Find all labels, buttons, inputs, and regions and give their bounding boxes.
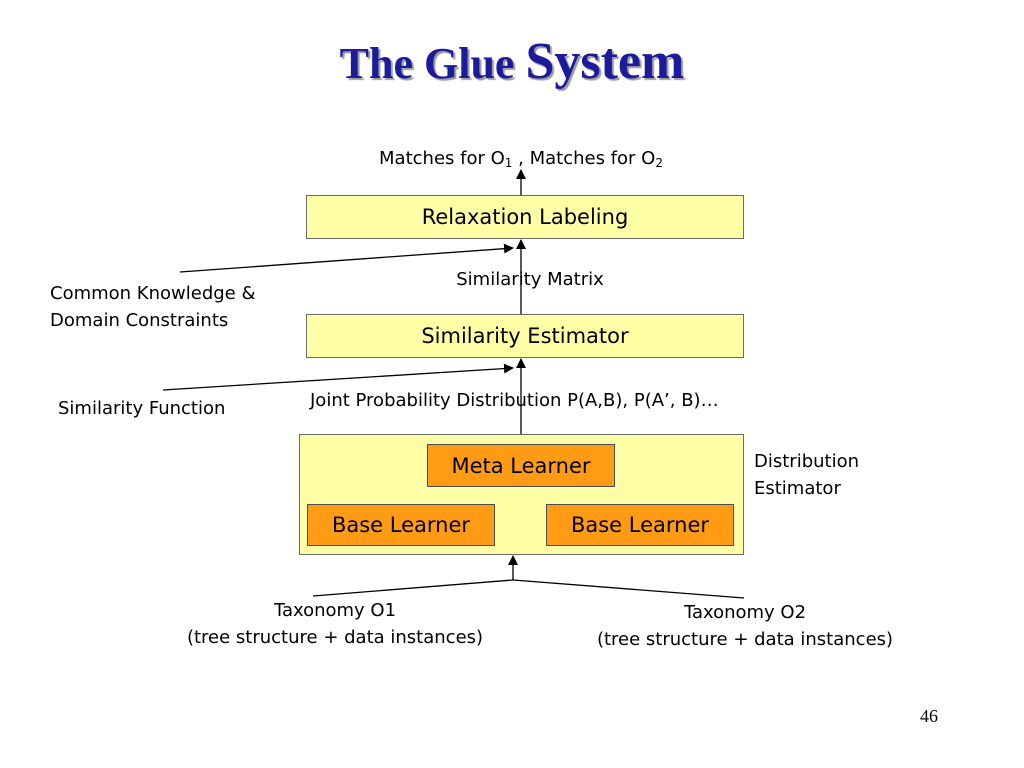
relaxation-labeling-box: Relaxation Labeling [306, 195, 744, 239]
base-learner-right-label: Base Learner [570, 513, 710, 537]
joint-probability-label: Joint Probability Distribution P(A,B), P… [310, 390, 719, 411]
base-learner-left-label: Base Learner [331, 513, 471, 537]
base-learner-left-box: Base Learner [307, 504, 495, 546]
arrow-common-knowledge [179, 243, 514, 273]
base-learner-right-box: Base Learner [546, 504, 734, 546]
meta-learner-box: Meta Learner [427, 444, 615, 487]
similarity-estimator-label: Similarity Estimator [421, 324, 629, 348]
relaxation-labeling-label: Relaxation Labeling [421, 205, 629, 229]
title-part-1: The Glue [339, 39, 526, 88]
line-from-taxonomy-o2 [512, 579, 745, 599]
arrow-similarity-function [162, 363, 514, 391]
line-from-taxonomy-o1 [312, 579, 514, 597]
page-number: 46 [920, 706, 938, 726]
similarity-estimator-box: Similarity Estimator [306, 314, 744, 358]
meta-learner-label: Meta Learner [451, 453, 591, 478]
common-knowledge-label: Common Knowledge &Domain Constraints [50, 283, 256, 331]
matches-label: Matches for O1 , Matches for O2 [379, 148, 663, 170]
taxonomy-o1-label: Taxonomy O1(tree structure + data instan… [186, 600, 484, 648]
slide-title: The Glue System [0, 36, 1024, 88]
taxonomy-o2-label: Taxonomy O2(tree structure + data instan… [596, 602, 894, 650]
title-part-2: System [525, 33, 685, 90]
similarity-matrix-label: Similarity Matrix [456, 269, 604, 290]
similarity-function-label: Similarity Function [58, 398, 226, 419]
